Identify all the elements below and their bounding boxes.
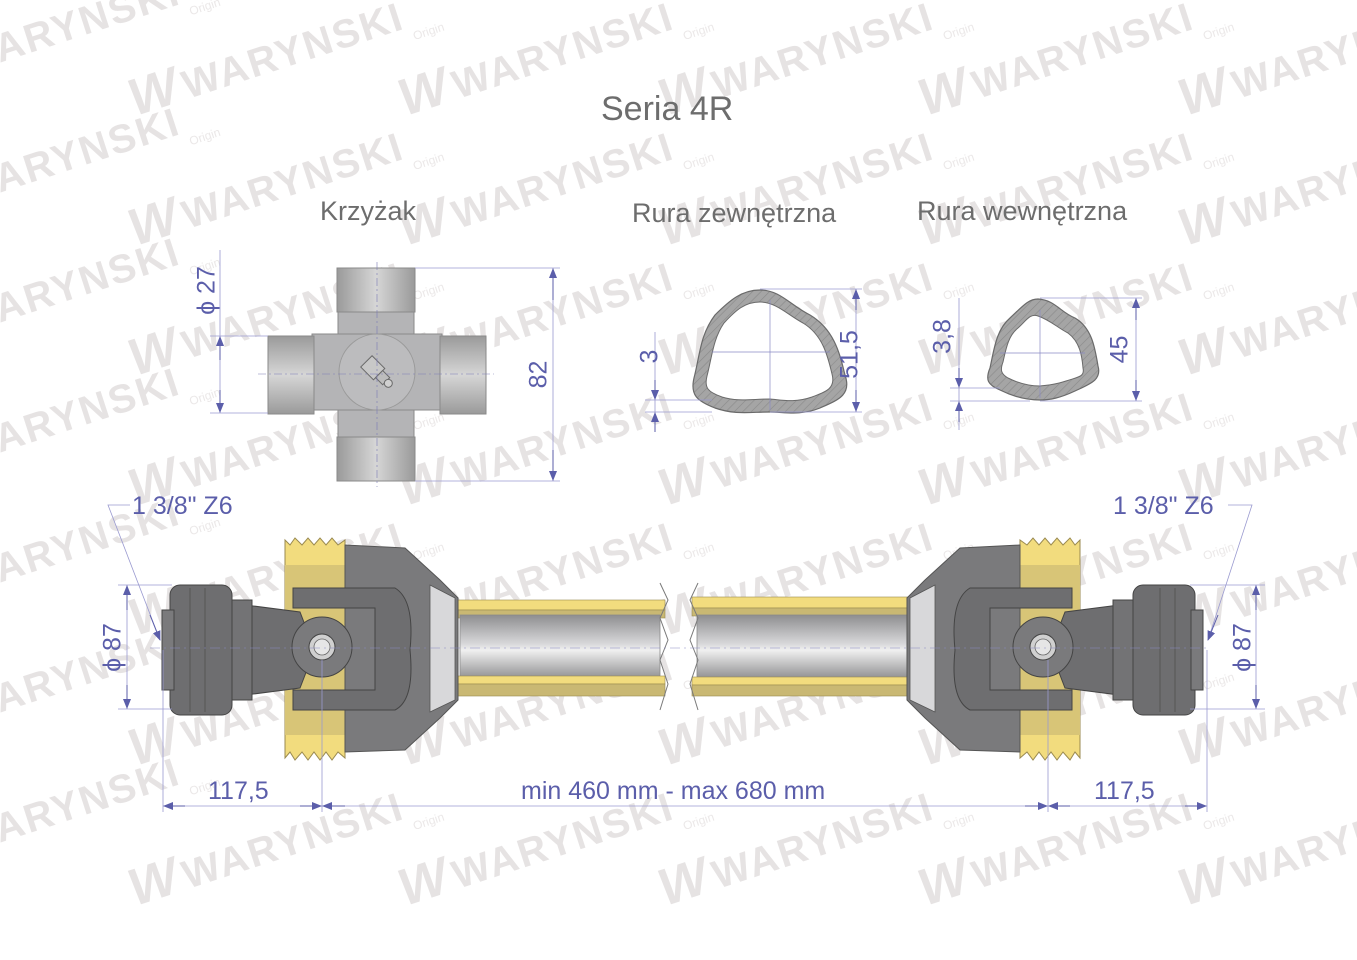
outer-tube-label: Rura zewnętrzna [632,198,837,228]
left-spline-label: 1 3/8" Z6 [132,492,233,520]
right-coupling [906,537,1204,761]
inner-tube-profile [987,298,1100,401]
outer-tube-profile [692,289,848,414]
right-diameter-dimension: ϕ 87 [1228,623,1257,672]
cross-joint-drawing [258,262,494,487]
tube-right-segment [689,582,913,711]
inner-tube-label: Rura wewnętrzna [917,196,1128,226]
tube-left-segment [454,582,669,711]
page-title: Seria 4R [601,90,734,128]
cross-diameter-dimension: ϕ 27 [192,266,221,315]
inner-tube-wall-dimension: 3,8 [928,319,957,354]
shaft-length-dimension: min 460 mm - max 680 mm [521,777,826,805]
left-offset-dimension: 117,5 [208,777,269,805]
inner-tube-height-dimension: 45 [1105,335,1134,364]
shaft-drawing [150,537,1210,761]
right-offset-dimension: 117,5 [1094,777,1155,805]
left-coupling [161,537,459,761]
right-spline-label: 1 3/8" Z6 [1113,492,1214,520]
outer-tube-wall-dimension: 3 [635,349,664,364]
cross-dimensions [210,250,560,482]
cross-length-dimension: 82 [524,360,553,389]
left-diameter-dimension: ϕ 87 [98,623,127,672]
cross-label: Krzyżak [320,196,417,226]
outer-tube-height-dimension: 51,5 [835,330,864,379]
